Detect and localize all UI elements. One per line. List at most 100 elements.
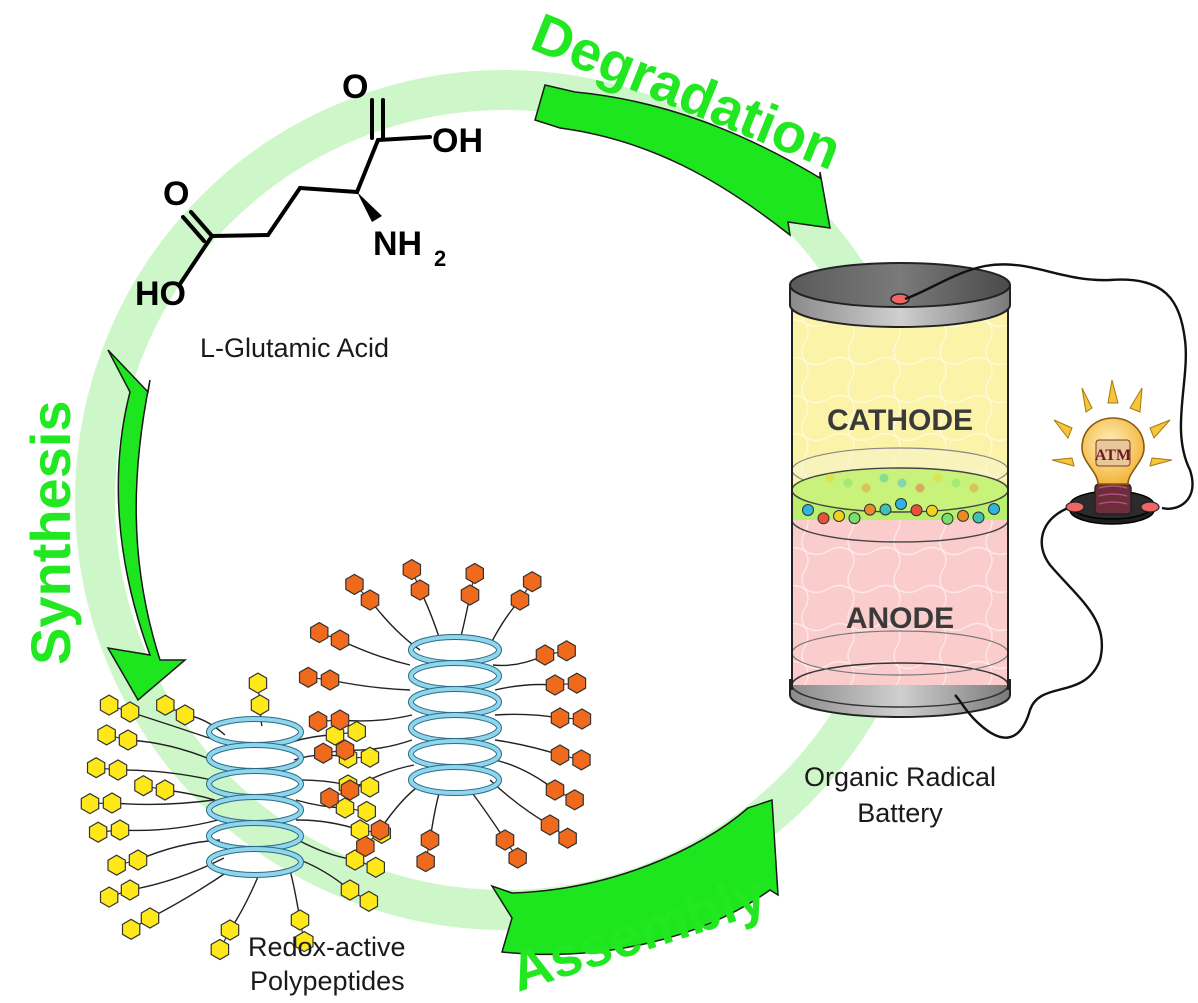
- side-chain-link: [339, 714, 413, 722]
- side-chain-ring: [156, 694, 175, 716]
- side-chain-ring: [460, 584, 480, 606]
- side-chain-ring: [97, 724, 116, 746]
- side-chain-ring: [102, 792, 122, 814]
- side-chain-ring: [558, 827, 577, 849]
- side-chain-ring: [320, 787, 339, 809]
- bulb-logo: ATM: [1095, 447, 1131, 464]
- side-chain-link: [149, 869, 231, 919]
- arrow-assembly: [490, 798, 779, 956]
- ion: [972, 511, 985, 524]
- side-chain-ring: [108, 759, 128, 781]
- atom-nh-subscript: 2: [434, 246, 446, 271]
- side-chain-ring: [495, 829, 515, 851]
- side-chain-ring: [340, 779, 360, 801]
- side-chain-ring: [175, 704, 195, 726]
- helix-left: [206, 716, 304, 878]
- polymer-caption-line1: Redox-active: [248, 932, 406, 962]
- side-chain-ring: [99, 694, 119, 716]
- battery-top-cap: [789, 262, 1011, 308]
- electrolyte-ions: [802, 473, 1000, 525]
- side-chain-ring: [88, 821, 108, 843]
- side-chain-ring: [330, 709, 350, 731]
- side-chain-ring: [510, 589, 530, 611]
- side-chain-ring: [86, 757, 106, 779]
- side-chain-ring: [121, 918, 141, 940]
- ion: [957, 509, 969, 522]
- side-chain-ring: [335, 739, 355, 761]
- side-chain-link: [119, 819, 219, 832]
- side-chain-link: [117, 769, 213, 781]
- side-chain-ring: [155, 779, 175, 801]
- side-chain-ring: [330, 629, 350, 651]
- side-chain-ring: [360, 589, 380, 611]
- ion: [897, 478, 907, 488]
- side-chain-ring: [557, 640, 576, 662]
- side-chain-link: [137, 839, 221, 861]
- side-chain-link: [329, 679, 411, 691]
- side-chain-ring: [340, 879, 360, 901]
- side-chain-ring: [248, 672, 268, 694]
- ion: [933, 473, 943, 483]
- ion: [825, 473, 835, 483]
- side-chain-ring: [320, 669, 340, 691]
- ion: [915, 483, 925, 493]
- side-chain-ring: [508, 847, 527, 869]
- side-chain-ring: [128, 849, 148, 871]
- side-chain-ring: [540, 814, 560, 836]
- ion: [864, 503, 876, 516]
- battery-caption-line2: Battery: [857, 798, 943, 828]
- battery-bottom-cap: [789, 679, 1011, 718]
- side-chain-ring: [314, 742, 333, 764]
- side-chain-link: [494, 739, 561, 756]
- atom-oh-right: OH: [432, 122, 483, 160]
- side-chain-ring: [572, 749, 591, 771]
- side-chain-ring: [110, 819, 130, 841]
- helix-right: [408, 634, 502, 796]
- side-chain-link: [295, 819, 361, 831]
- side-chain-ring: [359, 890, 379, 912]
- side-chain-ring: [522, 571, 542, 593]
- side-chain-ring: [210, 938, 230, 961]
- side-chain-ring: [366, 856, 385, 878]
- side-chain-ring: [140, 907, 160, 929]
- side-chain-ring: [465, 562, 484, 585]
- arrow-synthesis: [106, 349, 188, 702]
- side-chain-ring: [295, 930, 314, 953]
- side-chain-ring: [567, 672, 587, 694]
- ion: [951, 478, 961, 488]
- molecule-caption: L-Glutamic Acid: [200, 333, 389, 363]
- ion: [861, 483, 871, 493]
- side-chain-ring: [357, 800, 376, 823]
- ion: [926, 504, 938, 517]
- side-chain-ring: [347, 720, 366, 743]
- side-chain-ring: [545, 674, 565, 696]
- side-chain-ring: [416, 850, 435, 873]
- side-chain-ring: [290, 909, 310, 931]
- side-chain-link: [489, 779, 551, 826]
- side-chain-ring: [107, 854, 126, 876]
- ion: [879, 503, 892, 516]
- anode-label: ANODE: [846, 602, 954, 635]
- ion: [988, 503, 1000, 515]
- atom-ho-left: HO: [135, 275, 186, 313]
- side-chain-ring: [370, 819, 390, 841]
- ion: [895, 498, 907, 510]
- side-chain-ring: [120, 701, 140, 723]
- polymer-caption-line2: Polypeptides: [250, 966, 405, 996]
- side-chain-ring: [118, 729, 138, 751]
- stage-synthesis: Synthesis: [19, 400, 82, 665]
- side-chain-ring: [420, 829, 440, 851]
- side-chain-link: [129, 857, 225, 891]
- side-chain-ring: [220, 919, 240, 941]
- ion: [969, 483, 979, 493]
- side-chain-link: [494, 713, 561, 719]
- cathode-label: CATHODE: [827, 404, 973, 437]
- side-chain-ring: [402, 558, 422, 581]
- atom-o-top: O: [342, 68, 368, 106]
- polypeptide-assembly: [80, 558, 592, 961]
- alpha-helices: [206, 634, 502, 878]
- side-chain-link: [369, 599, 421, 651]
- side-chain-ring: [565, 789, 584, 811]
